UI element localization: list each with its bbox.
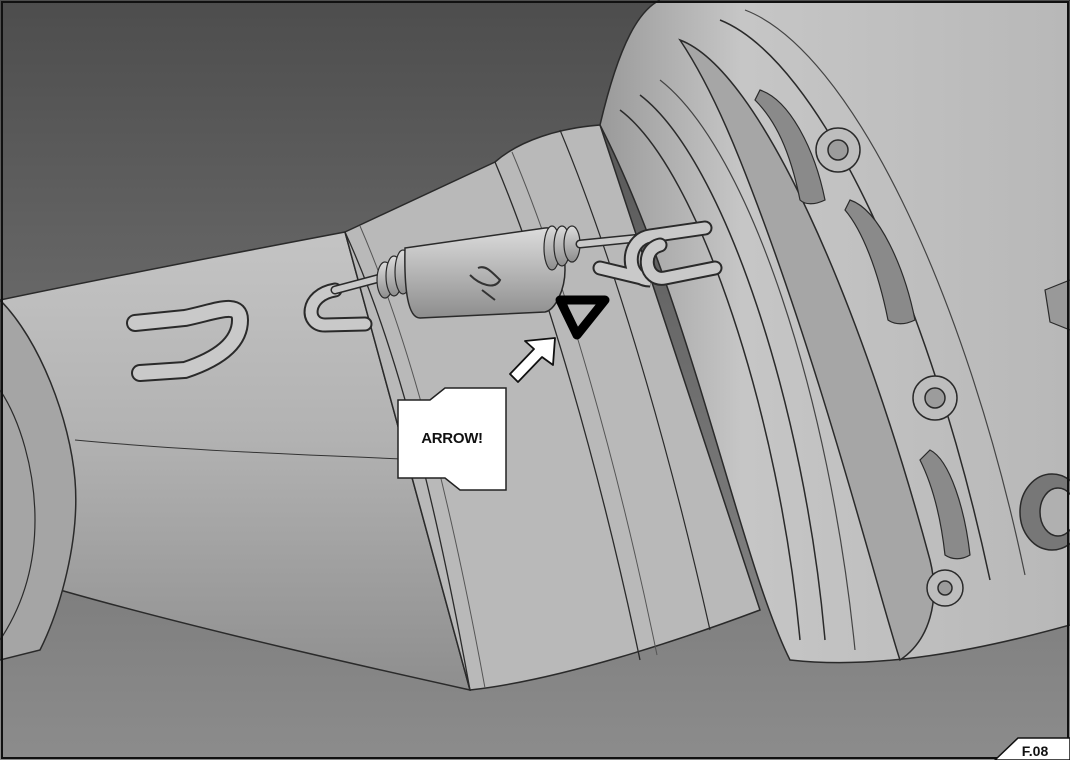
spring-hook-left xyxy=(126,299,250,382)
arrow-up-right-icon xyxy=(509,337,556,383)
rivet-top xyxy=(815,127,861,173)
scorpion-logo-icon xyxy=(469,266,502,301)
figure-label: F.08 xyxy=(1021,743,1049,759)
pipe-inlet-rim xyxy=(0,298,77,661)
triangle-down-icon xyxy=(555,295,610,340)
spring-hook-muffler xyxy=(592,220,723,288)
rivet-middle xyxy=(912,375,958,421)
link-pipe xyxy=(0,231,472,692)
rivet-bottom xyxy=(926,569,964,607)
figure-tab xyxy=(993,737,1070,760)
callout-label: ARROW! xyxy=(421,430,483,447)
rivet-right xyxy=(1019,473,1070,551)
end-cap-band xyxy=(678,38,935,662)
spring xyxy=(330,225,645,319)
spring-hook-right xyxy=(303,282,373,333)
callout-box xyxy=(397,387,507,491)
